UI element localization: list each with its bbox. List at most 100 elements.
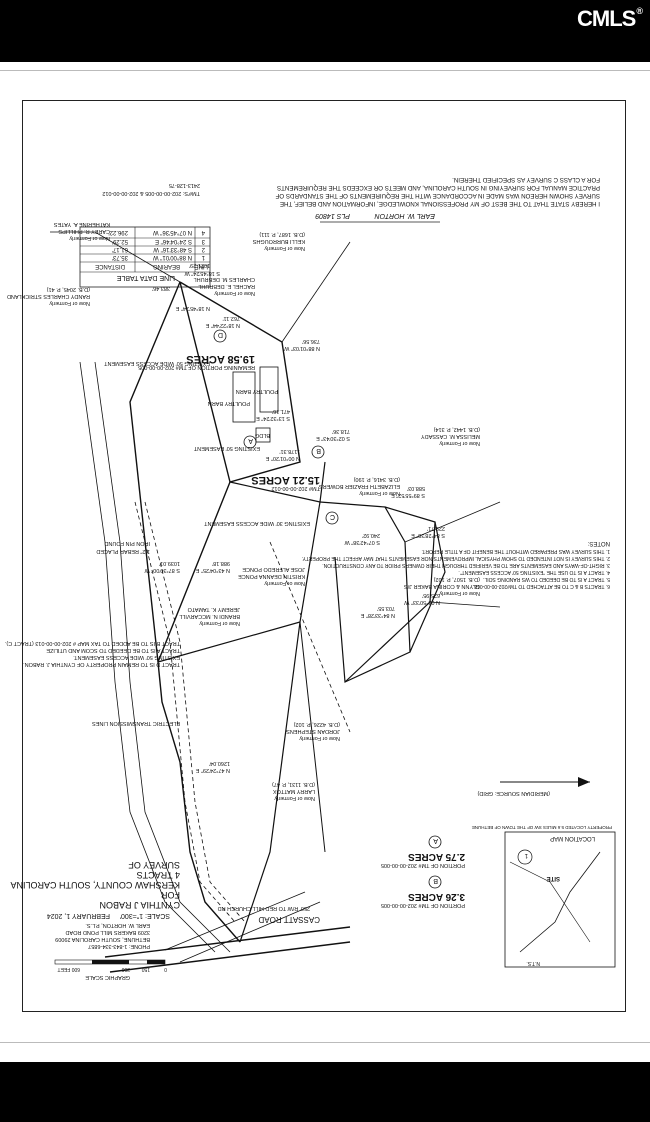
svg-text:6. TRACTS B & C TO BE ATTACHED: 6. TRACTS B & C TO BE ATTACHED TO TM#202…	[473, 583, 610, 589]
tract-c-tm: TM# 202-00-00-012	[271, 485, 320, 491]
bearing-labels: 1021.29' S 18°45'24" W 383.46' N 18°45'2…	[144, 262, 445, 773]
svg-text:Now or Formerly: Now or Formerly	[49, 300, 90, 306]
svg-text:Now or Formerly: Now or Formerly	[274, 795, 315, 801]
tract-b-letter: B	[316, 447, 321, 454]
svg-text:PORTION OF TM# 202-00-00-005: PORTION OF TM# 202-00-00-005	[381, 862, 465, 868]
dim: 736.56'	[302, 338, 320, 344]
dim: S 07°42'38" W	[344, 539, 380, 545]
tract-b-circle	[311, 445, 325, 459]
dim: N 00°01'20" E	[265, 455, 300, 461]
svg-text:(D.B. 3416, P. 190): (D.B. 3416, P. 190)	[353, 476, 400, 482]
svg-text:2.75 ACRES: 2.75 ACRES	[408, 851, 465, 862]
svg-text:BRANDI N. MCCARVILL: BRANDI N. MCCARVILL	[179, 613, 240, 619]
table-cell: 296.22'	[109, 229, 129, 235]
dim: S 87°30'00" W	[144, 567, 180, 573]
svg-text:TRACT B IS TO BE ADDED TO TAX: TRACT B IS TO BE ADDED TO TAX MAP # 202-…	[4, 640, 180, 646]
owner-kelli: Now or Formerly KELLI BURROUGHS (D.B. 16…	[252, 231, 305, 251]
location-map: 1 SITE LOCATION MAP N.T.S. PROPERTY LOCA…	[472, 825, 616, 968]
svg-text:4. TRACT A IS TO USE THE "EXIS: 4. TRACT A IS TO USE THE "EXISTING 50' A…	[458, 569, 610, 575]
svg-text:RANDY CHARLES STRICKLAND: RANDY CHARLES STRICKLAND	[7, 293, 90, 299]
table-header-line: LINE	[195, 263, 208, 269]
owner-cassady: Now or Formerly MELISSA M. CASSADY (D.B.…	[421, 426, 480, 446]
dim: N 18°45'24" E	[175, 305, 210, 311]
dim: 718.36'	[332, 428, 350, 434]
svg-text:TRACT A IS TO BE DEEDED TO SCO: TRACT A IS TO BE DEEDED TO SCOM AND UTIL…	[46, 647, 180, 653]
legend-iron: IRON PIN FOUND	[104, 540, 150, 546]
dim: 229.71'	[427, 525, 445, 531]
svg-text:GLYNN & CORINA BAKER J/S: GLYNN & CORINA BAKER J/S	[404, 583, 480, 589]
owner-baker: Now or Formerly GLYNN & CORINA BAKER J/S…	[404, 576, 480, 596]
svg-text:(D.B. 1507, P. 102): (D.B. 1507, P. 102)	[433, 576, 480, 582]
top-bar: CMLS®	[0, 0, 650, 62]
svg-text:GRAPHIC SCALE: GRAPHIC SCALE	[85, 974, 130, 980]
date: FEBRUARY 1, 2024	[47, 912, 110, 919]
svg-text:BETHUNE, SOUTH CAROLINA 29009: BETHUNE, SOUTH CAROLINA 29009	[55, 936, 150, 942]
svg-text:Now or Formerly: Now or Formerly	[439, 590, 480, 596]
svg-text:1: 1	[524, 852, 528, 858]
title-line: KERSHAW COUNTY, SOUTH CAROLINA	[10, 880, 180, 890]
svg-text:EARL W. HORTON, P.L.S.: EARL W. HORTON, P.L.S.	[85, 922, 150, 928]
dim: 988.18'	[212, 560, 230, 566]
dim: 1260.04'	[209, 760, 230, 766]
table-cell: 52.29'	[112, 238, 128, 244]
svg-text:PORTION OF TM# 202-00-00-005: PORTION OF TM# 202-00-00-005	[381, 902, 465, 908]
owner-phillips: Now or Formerly CAREY R. PHILLIPS KATHER…	[54, 221, 110, 241]
line-data-table: LINE DATA TABLE LINE BEARING DISTANCE 1 …	[79, 226, 211, 288]
dim: 1039.01'	[159, 560, 180, 566]
certification-block: I HEREBY STATE THAT TO THE BEST OF MY PR…	[275, 176, 600, 223]
parcel-boundaries	[50, 231, 501, 973]
title-line: 4 TRACTS	[137, 870, 180, 880]
svg-text:CAREY R. PHILLIPS: CAREY R. PHILLIPS	[58, 228, 110, 234]
easement-30: EXISTING 30' WIDE ACCESS EASEMENT	[203, 520, 310, 526]
cert-line-3: PRACTICE MANUAL FOR SURVEYING IN SOUTH C…	[277, 184, 600, 191]
divider	[0, 70, 650, 71]
svg-text:SITE: SITE	[547, 875, 560, 881]
owner-debruhl: Now or Formerly RACHEL E. DEBRUHL CHARLE…	[194, 276, 255, 296]
tract-a-letter: A	[248, 437, 253, 444]
survey-plat: I HEREBY STATE THAT TO THE BEST OF MY PR…	[4, 176, 616, 980]
svg-text:(D.B. 1687, P. 111): (D.B. 1687, P. 111)	[259, 231, 305, 237]
pls-number: PLS 14809	[315, 212, 350, 219]
tract-c-letter: C	[330, 513, 335, 520]
owner-bowers: Now or Formerly ELIZABETH FRAZIER BOWERS…	[319, 476, 400, 496]
tract-d-letter: D	[218, 331, 223, 338]
bldg: BLDG	[255, 432, 270, 438]
tract-c-circle	[325, 511, 339, 525]
bottom-bar	[0, 1062, 650, 1122]
deed-label: 2413-128-75	[169, 182, 200, 188]
table-cell: 61.17'	[112, 246, 128, 252]
cert-line-2: SURVEY SHOWN HEREON WAS MADE IN ACCORDAN…	[275, 192, 600, 199]
svg-text:(D.B. 1442, P. 314): (D.B. 1442, P. 314)	[433, 426, 480, 432]
dim: 625.95'	[422, 592, 440, 598]
north-arrow: (MERIDIAN SOURCE: GRID)	[477, 777, 590, 796]
svg-text:150: 150	[141, 966, 150, 972]
svg-text:A: A	[433, 837, 438, 844]
table-cell: S 24°04'46" E	[155, 238, 192, 244]
owner-labels: Now or Formerly KELLI BURROUGHS (D.B. 16…	[7, 221, 480, 801]
svg-text:KELLI BURROUGHS: KELLI BURROUGHS	[252, 238, 305, 244]
svg-text:N.T.S.: N.T.S.	[526, 960, 540, 966]
owner-mccarvill: Now or Formerly BRANDI N. MCCARVILL JERE…	[179, 606, 240, 626]
title-block: SURVEY OF 4 TRACTS KERSHAW COUNTY, SOUTH…	[10, 860, 180, 980]
tract-ab-summary: A 2.75 ACRES PORTION OF TM# 202-00-00-00…	[381, 835, 465, 908]
svg-text:LARRY MATTOX: LARRY MATTOX	[273, 788, 315, 794]
table-header-distance: DISTANCE	[95, 263, 125, 269]
svg-text:300: 300	[121, 966, 130, 972]
svg-text:MELISSA M. CASSADY: MELISSA M. CASSADY	[421, 433, 480, 439]
title-line: FOR	[161, 890, 180, 900]
svg-text:Now or Formerly: Now or Formerly	[199, 620, 240, 626]
svg-text:JEREMY K. TAMATO: JEREMY K. TAMATO	[187, 606, 240, 612]
poultry-barn: POULTRY BARN	[208, 400, 250, 406]
survey-sheet: I HEREBY STATE THAT TO THE BEST OF MY PR…	[0, 62, 650, 1062]
svg-text:Now or Formerly: Now or Formerly	[69, 235, 110, 241]
table-cell: 2	[201, 246, 205, 252]
scale: SCALE: 1"=300'	[120, 912, 170, 919]
svg-text:(D.B. 1131, P. 47): (D.B. 1131, P. 47)	[272, 781, 315, 787]
dim: S 89°55'52" E	[391, 492, 425, 498]
title-line: CYNTHIA J RABON	[99, 900, 180, 910]
transmission-lines: ELECTRIC TRANSMISSION LINES	[92, 720, 180, 726]
svg-text:Now or Formerly: Now or Formerly	[214, 290, 255, 296]
svg-text:ELIZABETH FRAZIER BOWERS: ELIZABETH FRAZIER BOWERS	[319, 483, 400, 489]
svg-text:0: 0	[164, 966, 167, 972]
dim: N 43°04'25" E	[195, 567, 230, 573]
